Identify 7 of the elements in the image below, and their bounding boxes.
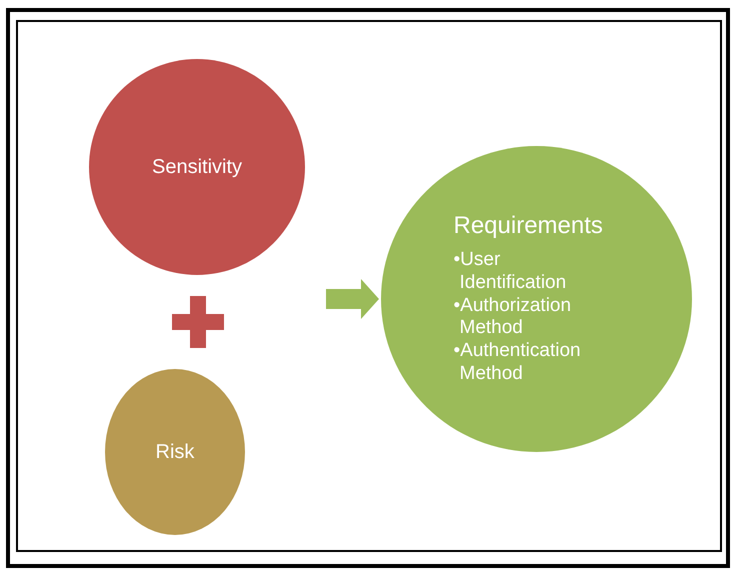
list-item: •User Identification xyxy=(454,249,568,295)
list-item: •Authentication Method xyxy=(454,340,582,386)
circle-label: Sensitivity xyxy=(152,155,242,179)
circle-label: Risk xyxy=(156,440,194,464)
heading: Requirements xyxy=(454,212,604,241)
list-item: •Authorization Method xyxy=(454,294,572,340)
block-arrow xyxy=(326,279,379,319)
